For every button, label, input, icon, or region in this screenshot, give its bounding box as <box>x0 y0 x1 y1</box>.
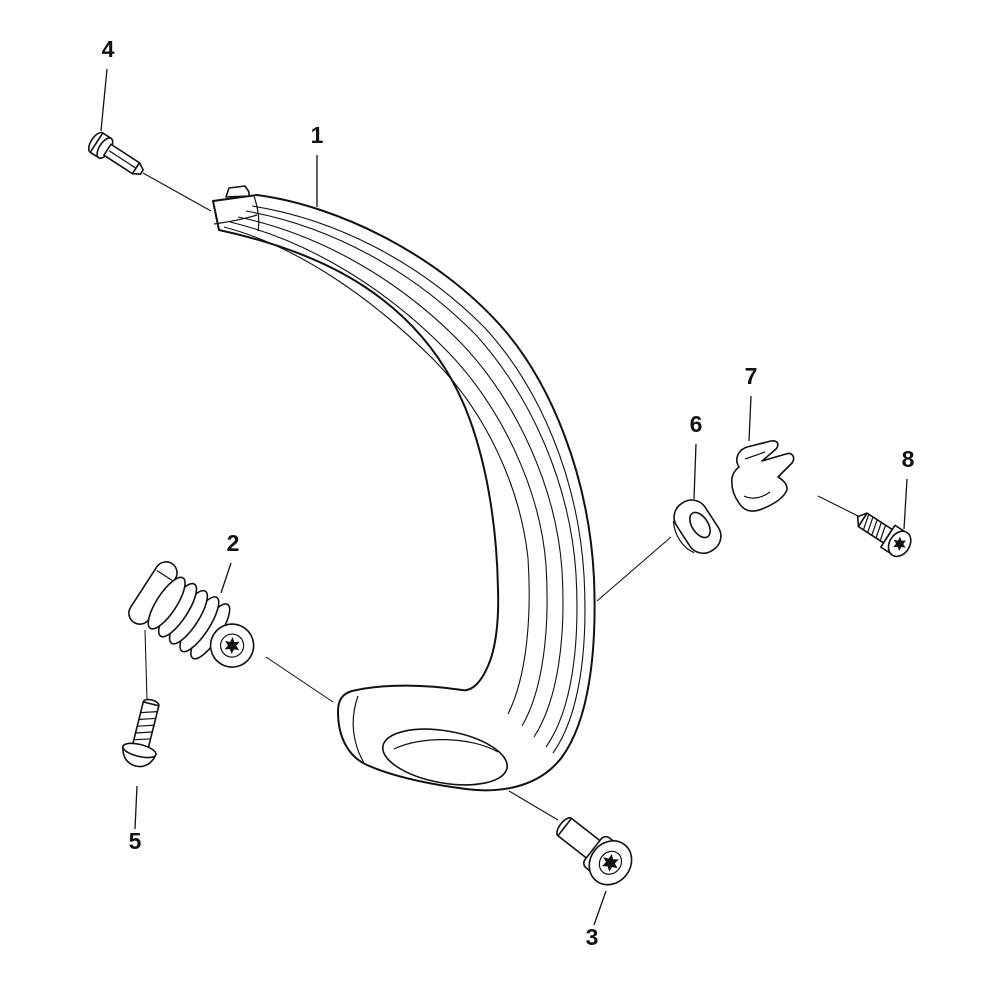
handlebar-rib-2 <box>245 210 578 748</box>
assembly-axis-lines <box>142 172 859 821</box>
leader-line-4 <box>100 68 108 132</box>
handlebar-cap-notch <box>225 185 250 198</box>
leader-line-2 <box>220 562 232 594</box>
callout-4-label: 4 <box>102 36 115 62</box>
clip-body <box>731 440 795 512</box>
leader-lines <box>100 68 908 926</box>
assembly-line-screw8-to-clip <box>817 495 859 517</box>
part-6-spacer <box>672 499 722 555</box>
handlebar-rib-5 <box>223 226 530 715</box>
damper-end-washer-inner <box>219 633 245 658</box>
assembly-line-screw4-to-handle <box>142 172 212 212</box>
screw5-thread <box>133 738 151 741</box>
handlebar-grip-pad-line <box>393 739 499 753</box>
spring-coil <box>147 576 186 630</box>
callout-6-label: 6 <box>690 411 703 437</box>
assembly-line-damper-to-screw5 <box>144 629 148 701</box>
callout-5-label: 5 <box>129 828 142 854</box>
clip-fold-line <box>744 451 766 460</box>
screw5-thread <box>135 731 153 734</box>
callout-3-label: 3 <box>586 924 599 950</box>
callout-8-label: 8 <box>902 446 915 472</box>
part-3-screw <box>556 817 633 886</box>
handlebar-outline <box>212 194 596 792</box>
screw8-thread <box>862 514 870 531</box>
leader-line-6 <box>693 443 697 500</box>
callout-7-label: 7 <box>745 363 758 389</box>
part-1-handlebar <box>212 185 596 792</box>
screw5-thread <box>137 724 154 727</box>
part-7-clip <box>731 440 795 512</box>
screw4-tip <box>131 161 144 175</box>
handlebar-rib-3 <box>237 216 564 738</box>
screw5-thread <box>140 711 158 714</box>
leader-line-7 <box>748 395 752 442</box>
screw5-thread <box>138 717 156 721</box>
handlebar-foot-band <box>352 695 365 764</box>
spacer-thickness-line <box>672 520 695 554</box>
screw8-thread <box>867 516 874 533</box>
assembly-line-handle-to-spacer <box>596 536 672 602</box>
leader-line-3 <box>593 890 607 926</box>
part-5-screw <box>122 698 160 768</box>
screw8-thread <box>871 519 878 536</box>
spring-coil <box>179 596 220 653</box>
handlebar-rib-1 <box>251 205 586 754</box>
callout-1-label: 1 <box>311 122 324 148</box>
callout-2-label: 2 <box>227 530 240 556</box>
handlebar-cap-band <box>213 214 258 225</box>
assembly-line-screw3-to-handle <box>508 790 559 821</box>
screw5-flange <box>122 742 157 759</box>
screw8-thread <box>879 524 887 541</box>
screw4-shaft-line <box>108 150 136 169</box>
leader-line-5 <box>134 785 138 830</box>
handlebar-rib-4 <box>229 221 548 727</box>
assembly-line-damper-to-handle <box>265 656 334 703</box>
callout-labels: 1 2 3 4 5 6 7 8 <box>102 36 915 950</box>
clip-fold-line-2 <box>743 491 771 499</box>
part-4-screw <box>87 131 144 175</box>
screw8-thread <box>875 522 882 539</box>
part-2-damper-spring <box>128 561 255 668</box>
leader-line-8 <box>903 478 908 530</box>
part-8-screw <box>856 512 912 558</box>
damper-flange-line <box>156 569 173 581</box>
screw3-socket <box>598 850 623 875</box>
spacer-hole <box>689 511 711 539</box>
